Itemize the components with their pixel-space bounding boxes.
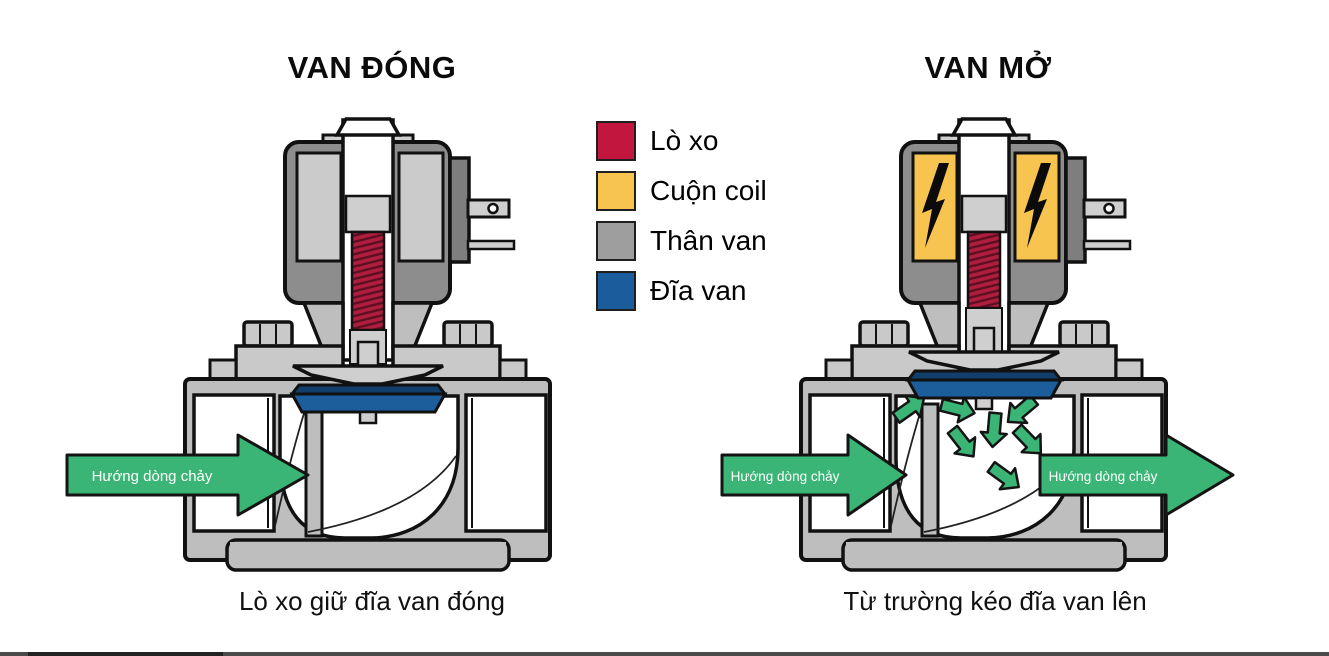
flange-wing-left bbox=[824, 358, 854, 381]
seat-weir bbox=[920, 402, 940, 538]
legend-label: Thân van bbox=[650, 225, 767, 256]
flow-arrow-label: Hướng dòng chảy bbox=[1049, 469, 1158, 484]
flange-wing-right bbox=[1114, 358, 1144, 381]
small-flow-arrow bbox=[938, 395, 976, 424]
inlet-flow-arrow bbox=[65, 433, 310, 517]
lightning-icon bbox=[922, 163, 949, 248]
closed-valve-drawing: Hướng dòng chảy bbox=[65, 117, 552, 572]
bonnet-left bbox=[917, 301, 961, 350]
coil-window-right bbox=[397, 151, 445, 263]
open-valve-drawing: Hướng dòng chảy Hướng dòng chảy bbox=[720, 117, 1235, 572]
bonnet-right bbox=[391, 301, 435, 350]
tube-cap bbox=[334, 117, 402, 137]
legend: Lò xo Cuộn coil Thân van Đĩa van bbox=[596, 121, 767, 321]
body-seam bbox=[846, 542, 1122, 558]
flow-chamber bbox=[278, 394, 460, 540]
flange-bolt bbox=[858, 320, 910, 348]
disc-tab bbox=[974, 396, 994, 411]
flange-bolt bbox=[1058, 320, 1110, 348]
body-seam bbox=[230, 542, 506, 558]
open-valve-illustration: Hướng dòng chảy Hướng dòng chảy bbox=[658, 108, 1318, 578]
disc-assembly-lifted bbox=[904, 326, 1065, 411]
legend-label: Cuộn coil bbox=[650, 175, 767, 206]
bottom-edge-bar bbox=[0, 652, 1329, 656]
flange-bolt bbox=[442, 320, 494, 348]
valve-disc bbox=[905, 378, 1064, 400]
flange-bolt bbox=[242, 320, 294, 348]
spring bbox=[966, 230, 1002, 310]
small-flow-arrow bbox=[1011, 423, 1043, 455]
flange-wing-left bbox=[208, 358, 238, 381]
connector-pin-lower bbox=[466, 239, 516, 251]
bonnet-left bbox=[301, 301, 345, 350]
chamber-flow-line bbox=[307, 455, 457, 533]
plunger bbox=[344, 194, 392, 234]
closed-valve-illustration: Hướng dòng chảy bbox=[42, 108, 702, 578]
spring bbox=[350, 230, 386, 332]
legend-item-valve-body: Thân van bbox=[596, 221, 767, 261]
lightning-icon bbox=[1024, 163, 1051, 248]
connector-pin-lower bbox=[1082, 239, 1132, 251]
flow-arrow-label: Hướng dòng chảy bbox=[92, 468, 213, 485]
tube-cap bbox=[950, 117, 1018, 137]
legend-item-valve-disc: Đĩa van bbox=[596, 271, 767, 311]
legend-item-spring: Lò xo bbox=[596, 121, 767, 161]
connector-block bbox=[448, 156, 471, 264]
plunger bbox=[960, 194, 1008, 234]
closed-valve-title: VAN ĐÓNG bbox=[287, 50, 457, 85]
bonnet-right bbox=[1007, 301, 1051, 350]
outlet-port bbox=[464, 393, 548, 533]
spring-color-swatch bbox=[596, 121, 636, 161]
inlet-flow-line bbox=[890, 409, 922, 527]
inlet-flow-arrow bbox=[720, 433, 908, 517]
legend-label: Lò xo bbox=[650, 125, 719, 156]
flange-wing-right bbox=[498, 358, 528, 381]
legend-item-coil: Cuộn coil bbox=[596, 171, 767, 211]
flow-arrow-label: Hướng dòng chảy bbox=[731, 469, 840, 484]
valve-disc-color-swatch bbox=[596, 271, 636, 311]
connector-block bbox=[1064, 156, 1087, 264]
closed-valve-caption: Lò xo giữ đĩa van đóng bbox=[238, 586, 506, 616]
pin-hole bbox=[487, 202, 499, 215]
small-flow-arrow bbox=[946, 424, 977, 458]
small-flow-arrow bbox=[979, 411, 1008, 449]
outlet-flow-arrow bbox=[1038, 433, 1235, 517]
small-flow-arrow bbox=[891, 394, 926, 424]
disc-tab bbox=[358, 410, 378, 425]
small-flow-arrow bbox=[986, 460, 1021, 491]
seat-weir bbox=[304, 402, 324, 538]
coil-window-left bbox=[295, 151, 343, 263]
disc-assembly-seated bbox=[288, 340, 449, 425]
open-valve-title: VAN MỞ bbox=[924, 50, 1052, 85]
valve-body-color-swatch bbox=[596, 221, 636, 261]
coil-color-swatch bbox=[596, 171, 636, 211]
open-valve-caption: Từ trường kéo đĩa van lên bbox=[843, 586, 1147, 616]
legend-label: Đĩa van bbox=[650, 275, 747, 306]
valve-disc bbox=[289, 392, 448, 414]
pin-hole bbox=[1103, 202, 1115, 215]
bottom-edge-bar-segment bbox=[28, 652, 223, 656]
